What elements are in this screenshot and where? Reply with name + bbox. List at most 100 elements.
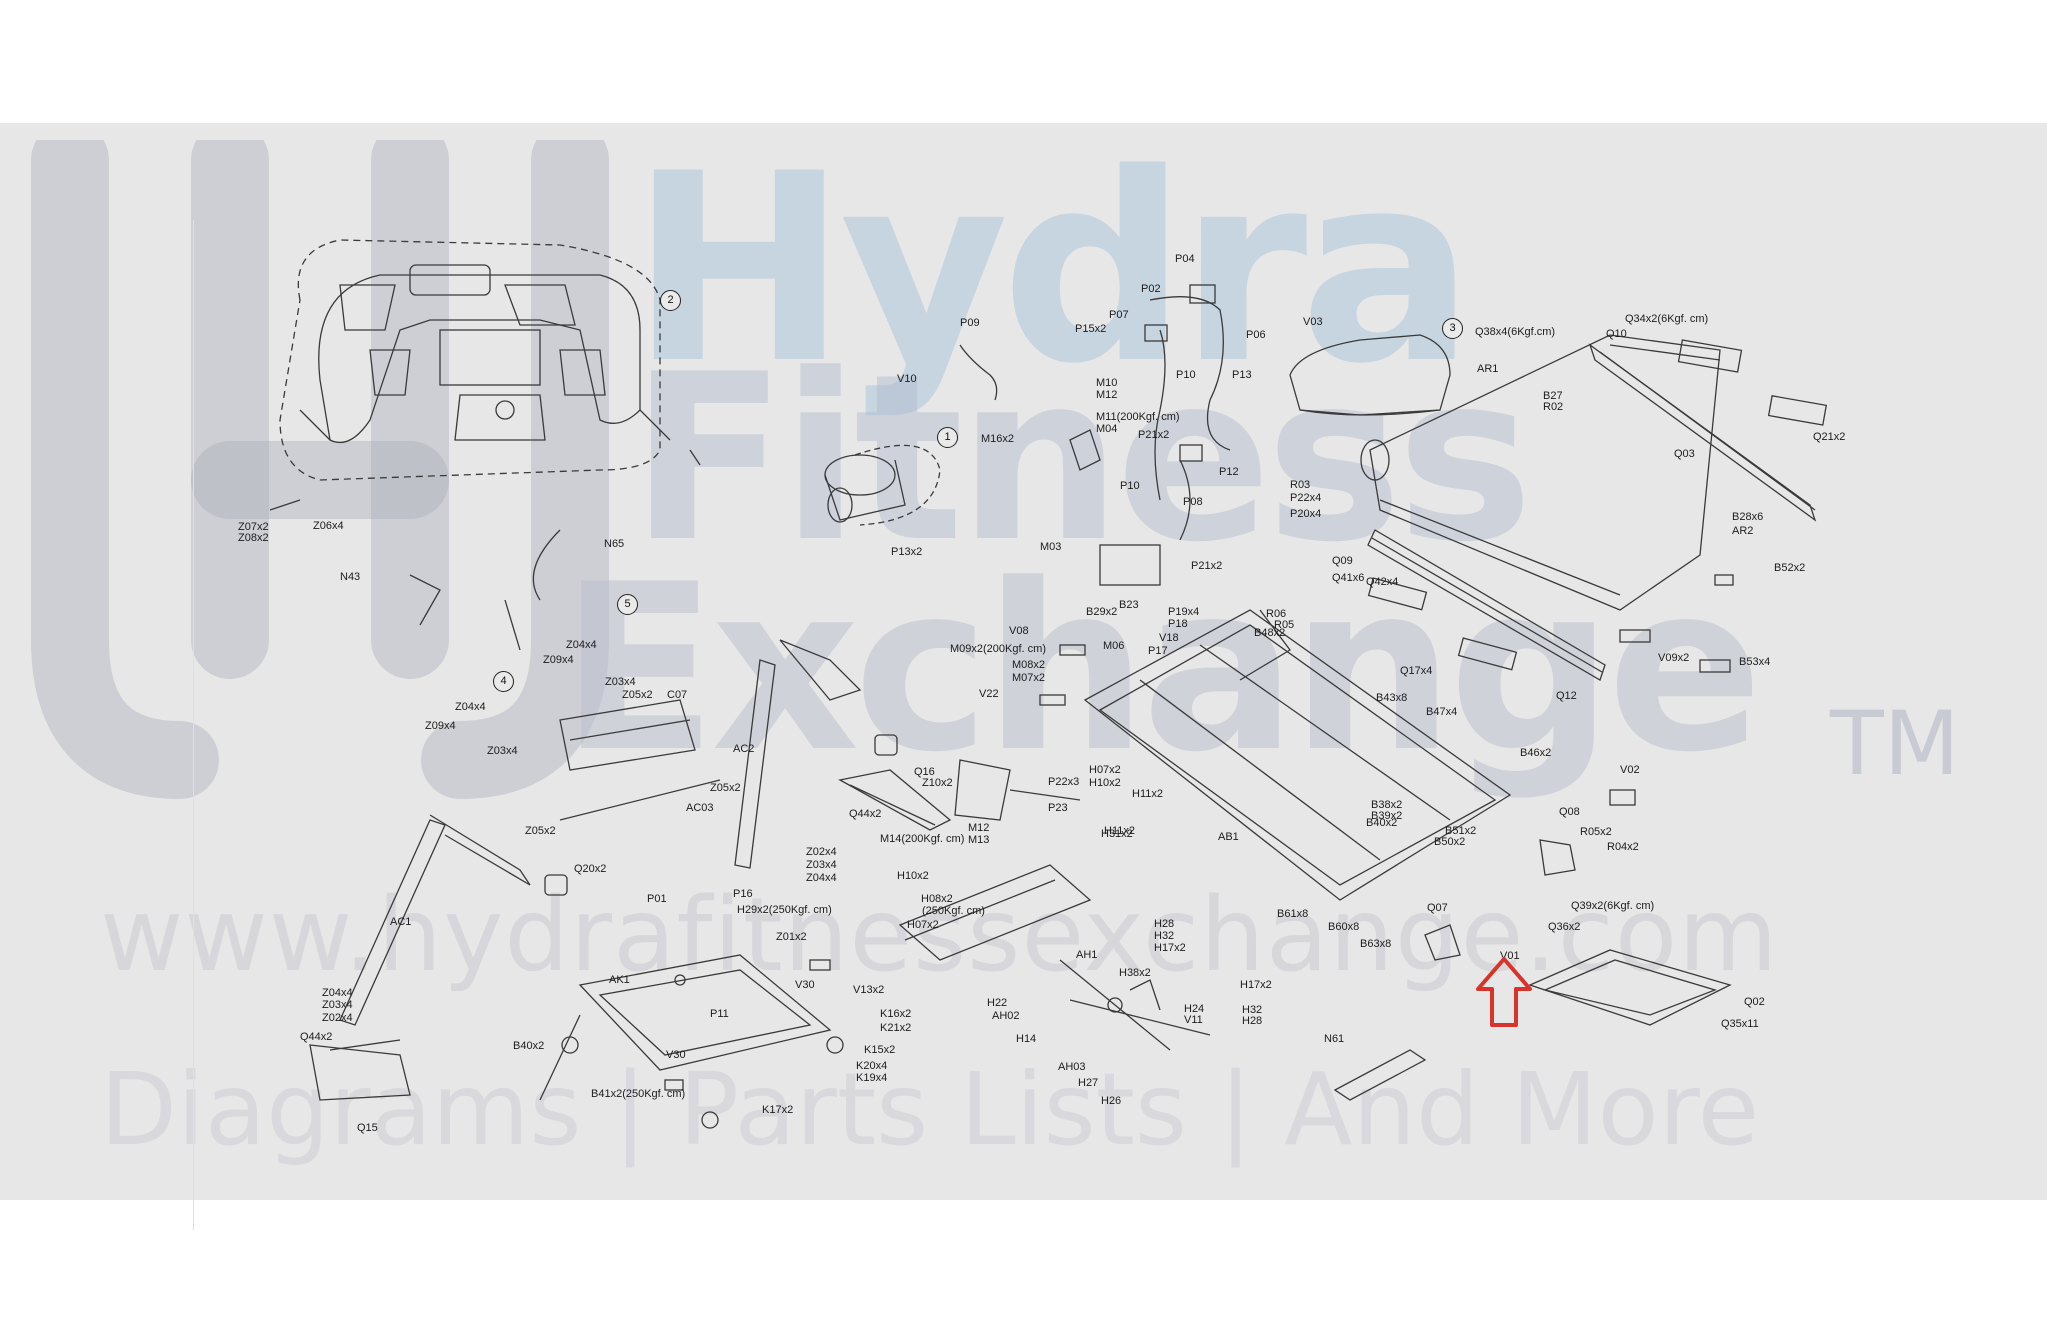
part-label: V11 [1184, 1014, 1203, 1026]
part-label: M12 [968, 822, 990, 834]
part-label: Z03x4 [806, 859, 837, 871]
part-label: P13 [1232, 369, 1252, 381]
upright-right [734, 659, 776, 869]
part-label: V03 [1303, 316, 1323, 328]
part-label: H10x2 [1089, 777, 1121, 789]
console-dashed-outline [279, 239, 661, 481]
part-label: P04 [1175, 253, 1195, 265]
part-label: Q10 [1606, 328, 1627, 340]
part-label: Q16 [914, 766, 935, 778]
console-frame [318, 274, 641, 444]
small-tag-v30 [664, 1079, 684, 1091]
part-label: K20x4 [856, 1060, 888, 1072]
part-label: P07 [1109, 309, 1129, 321]
part-label: V08 [1009, 625, 1029, 637]
part-label: V30 [666, 1049, 686, 1061]
part-label: R03 [1290, 479, 1311, 491]
rear-foot-q08 [1539, 839, 1576, 876]
callout-4: 4 [493, 671, 514, 692]
callout-3: 3 [1442, 318, 1463, 339]
part-label: AC1 [390, 916, 412, 928]
console-screen [439, 329, 541, 386]
part-label: K21x2 [880, 1022, 912, 1034]
part-label: P10 [1176, 369, 1196, 381]
small-tag-v09 [1619, 629, 1651, 643]
upright-right-top [779, 639, 862, 701]
part-label: B51x2 [1445, 825, 1477, 837]
part-label: V22 [979, 688, 999, 700]
part-label: M03 [1040, 541, 1062, 553]
part-label: C07 [667, 689, 688, 701]
side-rail-right [1588, 343, 1817, 522]
part-label: K17x2 [762, 1104, 794, 1116]
part-label: R05x2 [1580, 826, 1612, 838]
bottom-cover-plate [1528, 949, 1732, 1026]
part-label: P08 [1183, 496, 1203, 508]
motor-controller-board [1099, 544, 1161, 586]
part-label: M16x2 [981, 433, 1015, 445]
part-label: Q03 [1674, 448, 1695, 460]
part-label: B61x8 [1277, 908, 1309, 920]
part-label: B48x2 [1254, 627, 1286, 639]
part-label: P06 [1246, 329, 1266, 341]
upright-left [339, 819, 446, 1026]
part-label: Q38x4(6Kgf.cm) [1475, 326, 1556, 338]
part-label: Z04x4 [455, 701, 486, 713]
exploded-parts-diagram [269, 239, 1828, 1129]
part-label: M10 [1096, 377, 1118, 389]
part-label: Z07x2 [238, 521, 269, 533]
part-label: B40x2 [1366, 817, 1398, 829]
part-label: R02 [1543, 401, 1564, 413]
part-label: Q44x2 [300, 1031, 333, 1043]
part-label: AH1 [1076, 949, 1098, 961]
part-label: B52x2 [1774, 562, 1806, 574]
part-label: B63x8 [1360, 938, 1392, 950]
part-label: P01 [647, 893, 667, 905]
part-label: Z02x4 [806, 846, 837, 858]
part-label: Z05x2 [525, 825, 556, 837]
part-label: AR2 [1732, 525, 1754, 537]
part-label: Z08x2 [238, 532, 269, 544]
part-label: V13x2 [853, 984, 885, 996]
console-left-grip [339, 284, 396, 331]
part-label: Q08 [1559, 806, 1580, 818]
callout-1: 1 [937, 427, 958, 448]
part-label: H26 [1101, 1095, 1122, 1107]
part-label: V30 [795, 979, 815, 991]
part-label: Q34x2(6Kgf. cm) [1625, 313, 1709, 325]
watermark-logo-icon [31, 140, 609, 799]
part-label: AK1 [609, 974, 630, 986]
part-label: Q42x4 [1366, 576, 1399, 588]
part-label: Q20x2 [574, 863, 607, 875]
part-label: H10x2 [897, 870, 929, 882]
cup-holder-tray [559, 699, 696, 771]
part-label: Z03x4 [322, 999, 353, 1011]
part-label: P13x2 [891, 546, 923, 558]
console-right-grip [504, 284, 576, 326]
part-label: M04 [1096, 423, 1118, 435]
part-label: H28 [1242, 1015, 1263, 1027]
part-label: Q36x2 [1548, 921, 1581, 933]
incline-motor-mount [954, 759, 1011, 821]
part-label: H31x2 [1101, 828, 1133, 840]
part-label: Q15 [357, 1122, 378, 1134]
handrail-grip [838, 769, 952, 831]
part-label: H27 [1078, 1077, 1099, 1089]
part-label: H24 [1184, 1003, 1205, 1015]
part-label: Z03x4 [605, 676, 636, 688]
part-label: H38x2 [1119, 967, 1151, 979]
rear-support-bracket [898, 864, 1092, 961]
part-label: B50x2 [1434, 836, 1466, 848]
part-label: P19x4 [1168, 606, 1200, 618]
part-label: V18 [1159, 632, 1179, 644]
part-label: B41x2(250Kgf. cm) [591, 1088, 686, 1100]
part-label: K19x4 [856, 1072, 888, 1084]
small-tag-b53 [1699, 659, 1731, 673]
console-top-tray [409, 264, 491, 296]
part-label: N61 [1324, 1033, 1345, 1045]
small-tag-v22 [1039, 694, 1066, 706]
part-label: Z09x4 [543, 654, 574, 666]
part-label: B53x4 [1739, 656, 1771, 668]
part-label: R04x2 [1607, 841, 1639, 853]
part-label: H17x2 [1240, 979, 1272, 991]
